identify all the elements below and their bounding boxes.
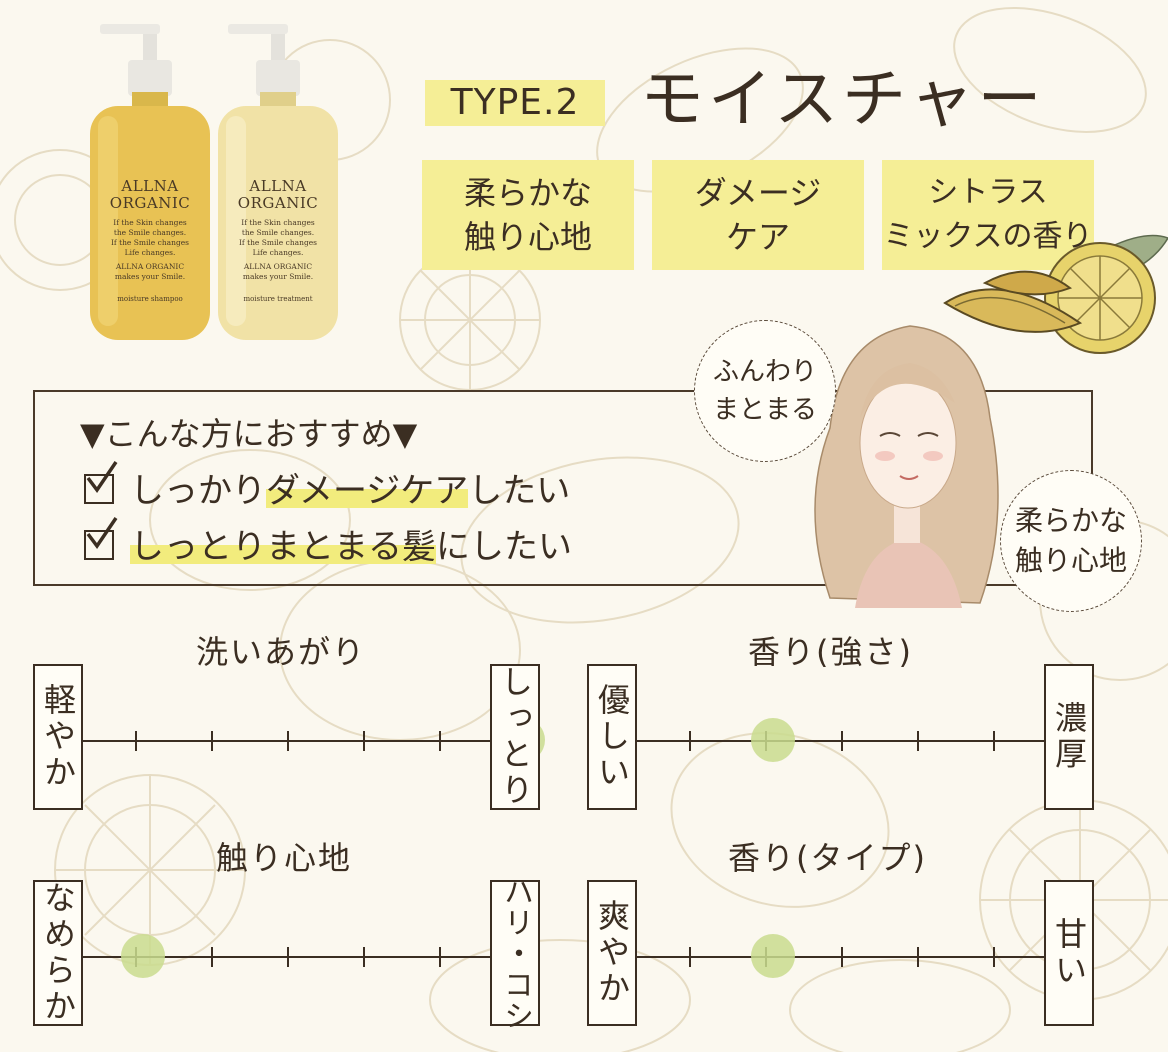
scale-left-label: なめらか	[39, 881, 77, 1025]
feature-tag-texture: 柔らかな触り心地	[422, 160, 634, 270]
bottle-product-type: moisture shampoo	[117, 295, 183, 303]
scale-tick	[917, 731, 919, 751]
scale-tick	[993, 731, 995, 751]
recommendation-heading: ▼こんな方におすすめ▼	[80, 415, 418, 453]
bottle-graphic	[218, 24, 338, 340]
scale-marker	[121, 934, 165, 978]
scale-line	[637, 956, 1044, 958]
scale-left-label-box: なめらか	[33, 880, 83, 1026]
bottle-product-type: moisture treatment	[243, 295, 313, 303]
citrus-illustration	[943, 234, 1168, 354]
speech-bubble-fluffy: ふんわりまとまる	[694, 320, 836, 462]
scale-left-label: 優しい	[593, 683, 631, 791]
scale-tick	[211, 731, 213, 751]
scale-tick	[135, 731, 137, 751]
scale-right-label: しっとり	[496, 665, 534, 809]
scale-tick	[689, 731, 691, 751]
scale-tick	[363, 731, 365, 751]
scale-tick	[439, 731, 441, 751]
scale-left-label-box: 優しい	[587, 664, 637, 810]
scale-left-label-box: 軽やか	[33, 664, 83, 810]
page-title: モイスチャー	[640, 63, 1046, 137]
scale-tick	[363, 947, 365, 967]
woman-illustration	[814, 325, 999, 608]
scale-tick	[841, 731, 843, 751]
scale-right-label-box: ハリ・コシ	[490, 876, 540, 1031]
scale-right-label-box: 甘い	[1044, 880, 1094, 1026]
scale-right-label-box: しっとり	[490, 664, 540, 810]
scale-tick	[689, 947, 691, 967]
scale-title-finish: 洗いあがり	[196, 633, 367, 671]
type-badge: TYPE.2	[425, 80, 605, 126]
scale-line	[637, 740, 1044, 742]
checkbox-checked-icon	[84, 517, 118, 560]
scale-tick	[917, 947, 919, 967]
scale-marker	[751, 934, 795, 978]
scale-left-label: 爽やか	[593, 899, 631, 1007]
feature-tag-scent: シトラスミックスの香り	[882, 160, 1094, 270]
scale-title-scent-type: 香り(タイプ)	[728, 839, 927, 877]
checkbox-checked-icon	[84, 461, 118, 504]
scale-tick	[287, 947, 289, 967]
scale-right-label: 濃厚	[1050, 701, 1088, 773]
recommendation-item: しっとりまとまる髪にしたい	[84, 517, 572, 572]
scale-line	[83, 740, 490, 742]
scale-left-label: 軽やか	[39, 683, 77, 791]
scale-title-texture: 触り心地	[216, 839, 353, 877]
scale-marker	[751, 718, 795, 762]
scale-title-scent-strength: 香り(強さ)	[748, 633, 913, 671]
scale-line	[83, 956, 490, 958]
feature-tag-damage-care: ダメージケア	[652, 160, 864, 270]
recommendation-item: しっかりダメージケアしたい	[84, 461, 570, 516]
speech-bubble-texture: 柔らかな触り心地	[1000, 470, 1142, 612]
scale-tick	[439, 947, 441, 967]
scale-tick	[993, 947, 995, 967]
scale-right-label: ハリ・コシ	[498, 875, 533, 1031]
scale-left-label-box: 爽やか	[587, 880, 637, 1026]
bottle-graphic	[90, 24, 210, 340]
scale-tick	[287, 731, 289, 751]
scale-tick	[211, 947, 213, 967]
scale-right-label-box: 濃厚	[1044, 664, 1094, 810]
scale-tick	[841, 947, 843, 967]
scale-right-label: 甘い	[1050, 917, 1088, 989]
